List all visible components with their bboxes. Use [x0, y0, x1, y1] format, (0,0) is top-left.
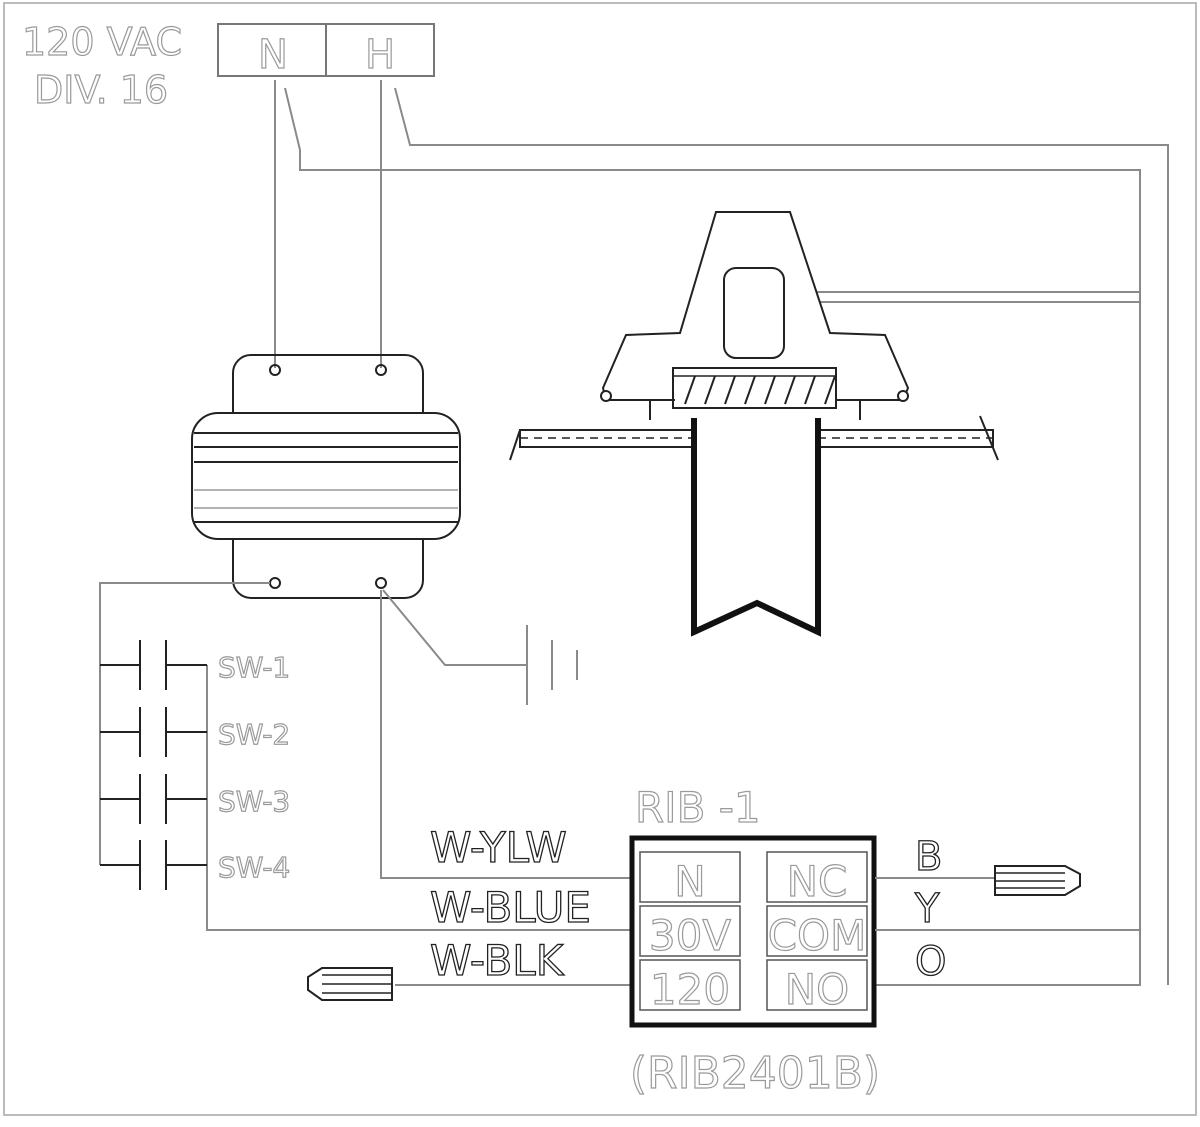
- mounting-plate: [509, 415, 999, 461]
- ground-symbol: [382, 589, 578, 705]
- switch-sw-2: SW-2: [100, 707, 291, 757]
- transformer: [191, 354, 461, 599]
- switch-label: SW-3: [218, 785, 290, 818]
- supply-wiring: [274, 80, 1169, 986]
- wire-nut-right-icon: [994, 865, 1081, 896]
- relay-terminal-30v: 30V: [649, 911, 731, 960]
- supply-terminal-block: N H: [217, 23, 435, 79]
- damper-actuator: [600, 211, 910, 420]
- wire-label-blue: W-BLUE: [430, 883, 591, 932]
- switch-sw-1: SW-1: [100, 640, 291, 690]
- switch-label: SW-1: [218, 651, 290, 684]
- switch-label: SW-4: [218, 851, 290, 884]
- output-label-o: O: [915, 939, 946, 985]
- relay-terminal-120: 120: [650, 965, 730, 1014]
- wire-label-ylw: W-YLW: [430, 823, 567, 872]
- wire-label-blk: W-BLK: [430, 936, 565, 985]
- wire-nut-left-icon: [307, 967, 393, 1001]
- relay-terminal-no: NO: [785, 965, 849, 1014]
- transformer-primary-h-terminal: [375, 364, 387, 376]
- supply-division-label: DIV. 16: [34, 68, 168, 112]
- supply-voltage-label: 120 VAC: [22, 20, 182, 64]
- diagram-frame: [3, 2, 1197, 1116]
- damper-blade: [691, 418, 821, 637]
- transformer-secondary-left-terminal: [269, 577, 281, 589]
- switch-label: SW-2: [218, 718, 290, 751]
- relay-output-wiring: [875, 877, 1140, 931]
- relay-terminal-nc: NC: [787, 857, 848, 906]
- relay-rib-1: RIB -1 N 30V 120 NC COM NO (RIB2401B): [629, 782, 880, 1099]
- transformer-primary-n-terminal: [269, 364, 281, 376]
- terminal-h-label: H: [365, 32, 395, 78]
- relay-terminal-n: N: [674, 857, 705, 906]
- secondary-wiring: [99, 582, 630, 986]
- transformer-secondary-right-terminal: [375, 577, 387, 589]
- switch-sw-3: SW-3: [100, 774, 291, 824]
- relay-model: (RIB2401B): [630, 1048, 880, 1099]
- output-label-y: Y: [914, 886, 940, 932]
- output-label-b: B: [915, 834, 942, 880]
- terminal-n-label: N: [258, 32, 288, 78]
- switch-sw-4: SW-4: [100, 840, 291, 890]
- relay-terminal-com: COM: [768, 911, 867, 960]
- relay-title: RIB -1: [635, 783, 761, 832]
